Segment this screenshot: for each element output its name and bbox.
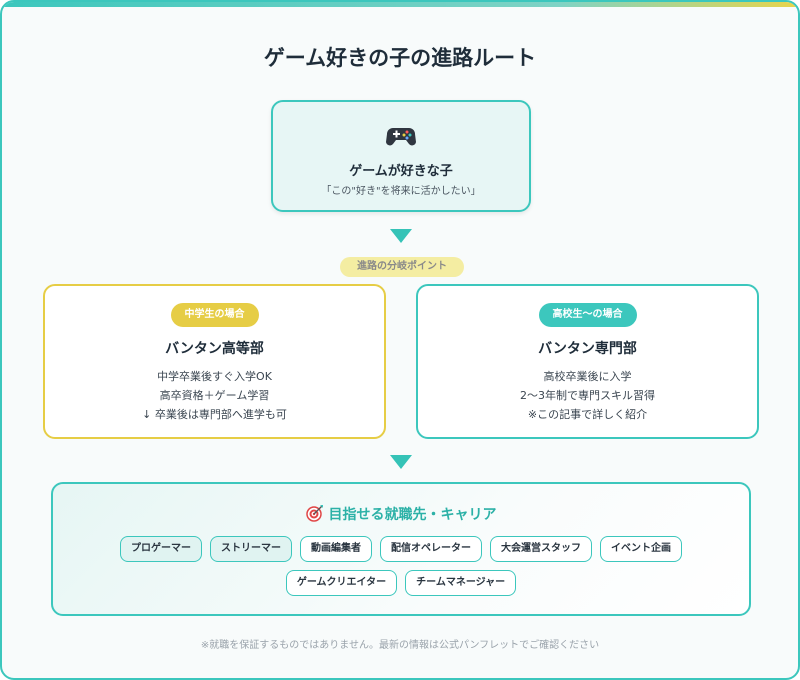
branch-line: 中学卒業後すぐ入学OK (157, 370, 272, 383)
careers-title-row: 目指せる就職先・キャリア (53, 504, 749, 526)
branch-line: 高校卒業後に入学 (543, 370, 632, 383)
start-node: ゲームが好きな子 「この"好き"を将来に活かしたい」 (271, 100, 531, 212)
branch-middle-school: 中学生の場合 バンタン高等部 中学卒業後すぐ入学OK 高卒資格＋ゲーム学習 ↓ … (43, 284, 386, 439)
start-node-name: ゲームが好きな子 (349, 164, 453, 179)
career-chip: 動画編集者 (300, 536, 372, 562)
branch-line: 2～3年制で専門スキル習得 (520, 389, 655, 402)
career-chip: 配信オペレーター (380, 536, 482, 562)
career-chips: プロゲーマー ストリーマー 動画編集者 配信オペレーター 大会運営スタッフ イベ… (93, 536, 709, 596)
career-chip: 大会運営スタッフ (490, 536, 592, 562)
career-chip: ゲームクリエイター (285, 570, 398, 596)
career-chip: プロゲーマー (120, 536, 202, 562)
career-chip: イベント企画 (600, 536, 682, 562)
top-accent-bar (2, 2, 798, 7)
page-title: ゲーム好きの子の進路ルート (263, 45, 537, 70)
branch-name: バンタン専門部 (538, 341, 637, 357)
start-node-subtitle: 「この"好き"を将来に活かしたい」 (321, 186, 481, 197)
arrow-down-icon (390, 229, 412, 243)
branch-line: 高卒資格＋ゲーム学習 (159, 389, 270, 402)
branch-point-label: 進路の分岐ポイント (340, 257, 464, 277)
careers-title: 目指せる就職先・キャリア (328, 507, 497, 523)
branch-name: バンタン高等部 (165, 341, 264, 357)
arrow-down-icon (390, 455, 412, 469)
branch-tag: 高校生～の場合 (538, 303, 637, 327)
branch-high-school: 高校生～の場合 バンタン専門部 高校卒業後に入学 2～3年制で専門スキル習得 ※… (416, 284, 759, 439)
career-chip: ストリーマー (210, 536, 292, 562)
branch-tag: 中学生の場合 (170, 303, 259, 327)
branch-line: ↓ 卒業後は専門部へ進学も可 (142, 408, 287, 421)
gamepad-icon (273, 124, 529, 154)
target-icon (305, 504, 324, 526)
career-chip: チームマネージャー (405, 570, 517, 596)
branch-line: ※この記事で詳しく紹介 (527, 408, 648, 421)
careers-box: 目指せる就職先・キャリア プロゲーマー ストリーマー 動画編集者 配信オペレータ… (51, 482, 751, 616)
footnote: ※就職を保証するものではありません。最新の情報は公式パンフレットでご確認ください (200, 640, 600, 651)
